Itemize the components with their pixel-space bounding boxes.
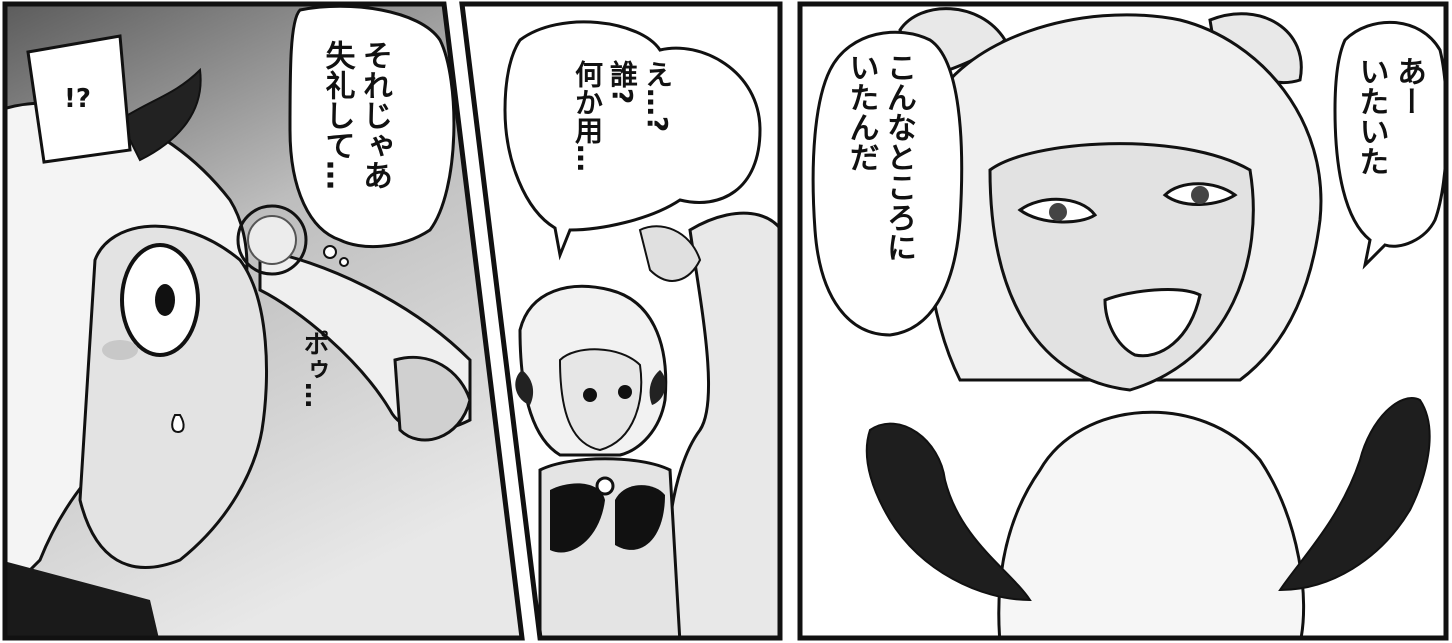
speech-text-middle: え…? 誰? 何か用… bbox=[571, 60, 674, 172]
caption-exclaim: !? bbox=[64, 84, 91, 114]
speech-bubble-left bbox=[288, 4, 456, 249]
panel-left bbox=[5, 4, 522, 638]
caption-box bbox=[26, 34, 132, 164]
panel-right bbox=[800, 4, 1446, 638]
panel-middle bbox=[462, 4, 780, 638]
speech-text-right-right: あー いたいた bbox=[1353, 56, 1427, 176]
speech-bubble-right-left bbox=[811, 30, 964, 337]
speech-text-left: それじゃあ 失礼して… bbox=[319, 40, 393, 190]
speech-bubble-right-right bbox=[1333, 20, 1446, 270]
sfx-text: ポゥ… bbox=[299, 330, 329, 408]
speech-text-right-left: こんなところに いたんだ bbox=[843, 52, 917, 262]
speech-bubble-middle bbox=[503, 20, 762, 261]
